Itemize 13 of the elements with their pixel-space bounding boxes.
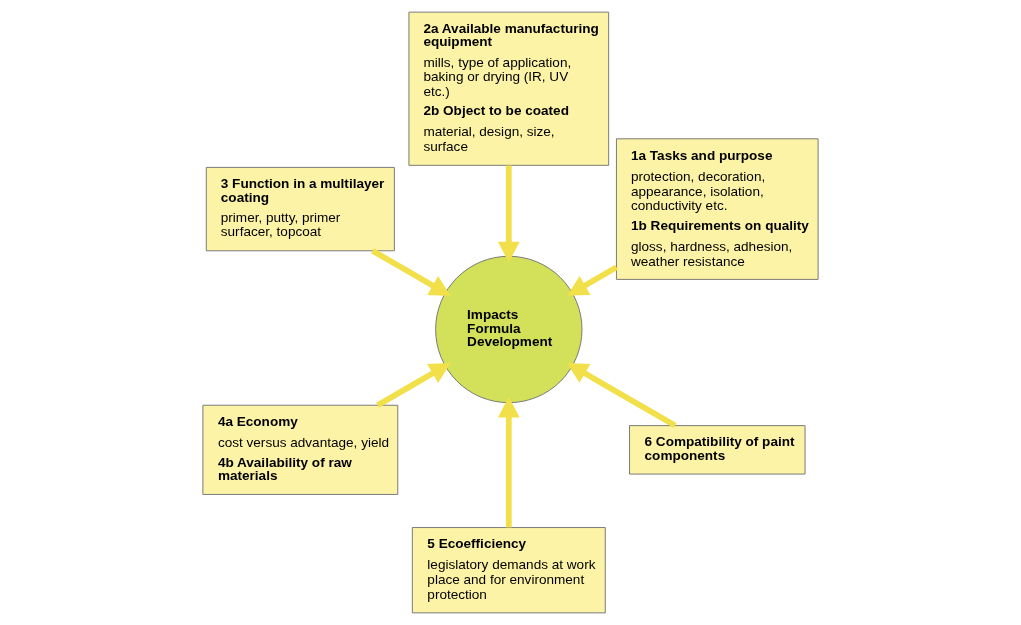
arrow [497, 165, 520, 263]
arrow [376, 363, 451, 408]
node-box: 2a Available manufacturing equipment mills, type of application, baking or drying (IR, UV etc.) 2b Object to be coated material, design, size, surface [408, 11, 610, 166]
node-box: 4a Economy cost versus advantage, yield 4b Availability of raw materials [202, 404, 399, 495]
node-box: 3 Function in a multilayer coating primer, putty, primer surfacer, topcoat [205, 166, 395, 252]
arrow [566, 363, 677, 428]
node-box: 6 Compatibility of paint components [629, 425, 806, 475]
arrow [497, 396, 520, 528]
node-box: 5 Ecoefficiency legislatory demands at work place and for environment protection [411, 527, 606, 614]
arrow [567, 264, 618, 296]
arrow [371, 248, 451, 296]
node-box: 1a Tasks and purpose protection, decoration, appearance, isolation, conductivity etc. 1b Requirements on quality gloss, hardness, adhesion, weather resistance [615, 138, 819, 280]
node-circle: Impacts Formula Development [435, 255, 583, 404]
